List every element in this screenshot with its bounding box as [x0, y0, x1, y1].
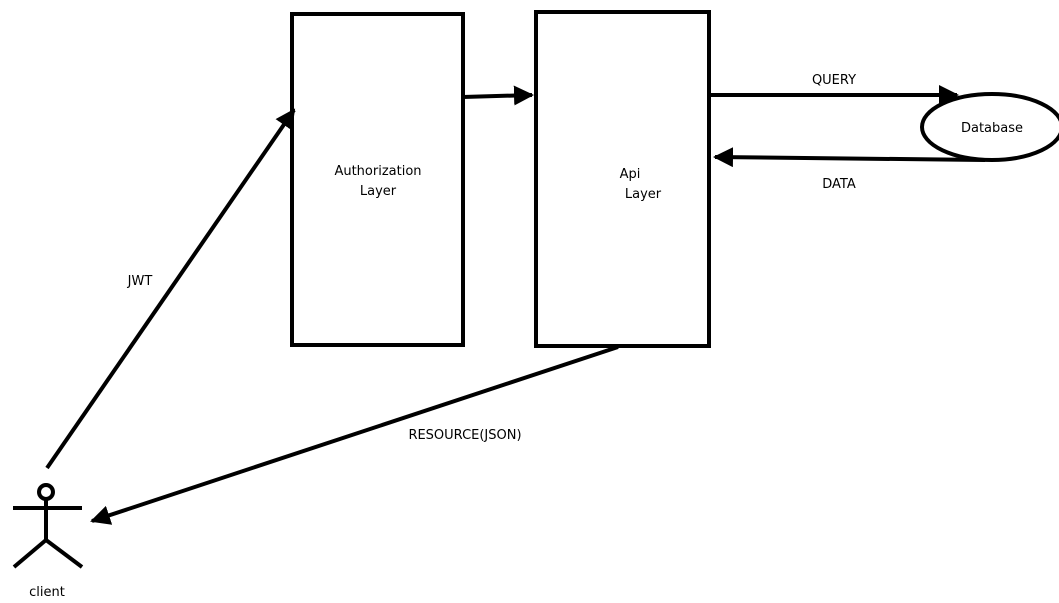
auth-to-api-arrow	[462, 85, 534, 106]
api-layer-box	[534, 10, 711, 348]
database-node	[920, 92, 1059, 162]
api-layer-label-line2: Layer	[625, 187, 662, 202]
authorization-layer-label-line1: Authorization	[334, 164, 421, 179]
data-label: DATA	[822, 177, 856, 192]
data-arrow	[713, 147, 986, 168]
authorization-layer-box	[290, 12, 465, 347]
jwt-arrow	[45, 108, 296, 470]
api-layer-label-line1: Api	[620, 167, 641, 182]
client-actor-icon	[12, 483, 84, 569]
jwt-label: JWT	[127, 274, 153, 289]
resource-label: RESOURCE(JSON)	[408, 428, 521, 443]
resource-arrow	[90, 345, 619, 525]
client-label: client	[29, 585, 65, 600]
query-label: QUERY	[812, 73, 856, 88]
authorization-layer-label-line2: Layer	[360, 184, 397, 199]
database-label: Database	[961, 121, 1023, 136]
